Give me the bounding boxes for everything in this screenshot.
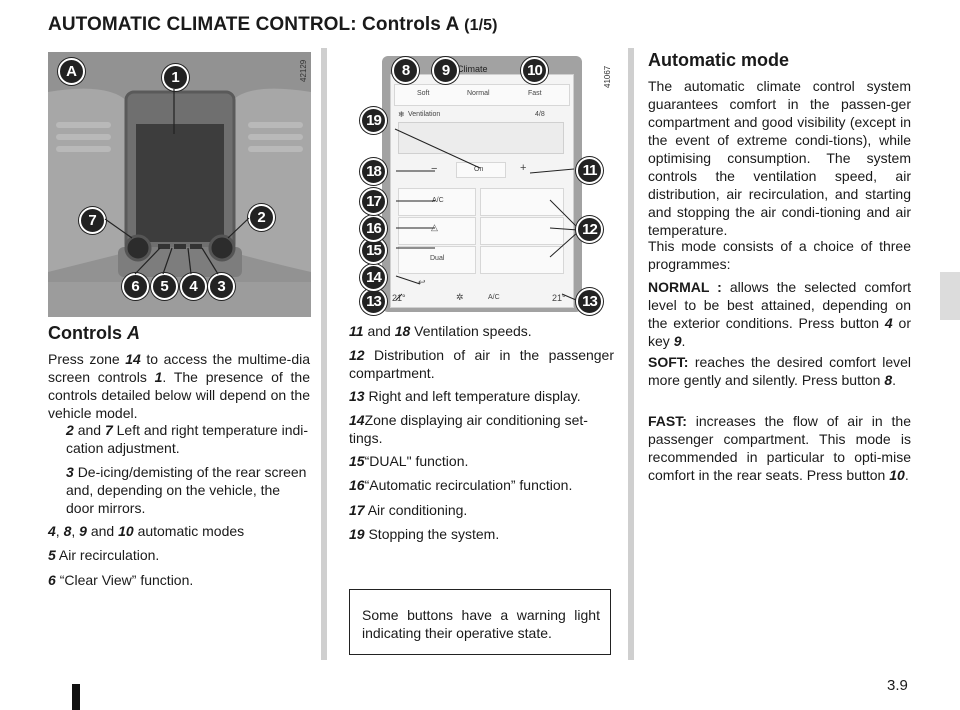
column-divider-left <box>321 48 327 660</box>
callout-2: 2 <box>248 204 275 231</box>
ventilation-label: Ventilation <box>408 111 441 118</box>
callout-13-left: 13 <box>360 288 387 315</box>
ventilation-value: 4/8 <box>535 111 545 118</box>
bottom-fan-icon: ✲ <box>456 292 464 302</box>
section-tab <box>940 272 960 320</box>
callout-16: 16 <box>360 215 387 242</box>
callout-9: 9 <box>432 57 459 84</box>
fast-mode-text: FAST: increases the flow of air in the p… <box>648 413 911 483</box>
leader-lines-figure1 <box>104 89 250 275</box>
temp-right: 21° <box>552 293 566 303</box>
control-item-2-7: 2 and 7 Left and right temperature indi-… <box>66 422 309 456</box>
control-item-6: 6 “Clear View” function. <box>48 572 194 588</box>
mode-soft[interactable]: Soft <box>417 90 430 97</box>
distribution-button-3[interactable] <box>480 246 564 274</box>
mode-fast[interactable]: Fast <box>528 90 542 97</box>
screen-item-16: 16“Automatic recirculation” function. <box>349 477 573 493</box>
fan-icon: ❄ <box>398 110 405 119</box>
page-title: AUTOMATIC CLIMATE CONTROL: Controls A (1… <box>48 14 498 35</box>
callout-14: 14 <box>360 264 387 291</box>
control-item-5: 5 Air recirculation. <box>48 547 160 563</box>
title-suffix: (1/5) <box>464 17 498 34</box>
ac-button-label: A/C <box>432 197 444 204</box>
callout-7: 7 <box>79 207 106 234</box>
callout-11: 11 <box>576 157 603 184</box>
screen-item-14: 14Zone displaying air conditioning set-t… <box>349 412 588 446</box>
warning-note: Some buttons have a warning light indica… <box>349 589 611 655</box>
ventilation-level-bar <box>398 122 564 154</box>
figure1-label-a: A <box>58 58 85 85</box>
automatic-mode-heading: Automatic mode <box>648 50 790 70</box>
callout-1: 1 <box>162 64 189 91</box>
footer-marker <box>72 684 80 710</box>
system-on-button[interactable] <box>456 162 506 178</box>
distribution-button-1[interactable] <box>480 188 564 216</box>
callout-3: 3 <box>208 273 235 300</box>
temp-left: 21° <box>392 293 406 303</box>
automatic-mode-para1: The automatic climate control system gua… <box>648 78 911 238</box>
bottom-ac-label: A/C <box>488 294 500 301</box>
screen-item-19: 19 Stopping the system. <box>349 526 500 542</box>
screen-item-15: 15“DUAL" function. <box>349 453 469 469</box>
callout-17: 17 <box>360 188 387 215</box>
controls-intro: Press zone 14 to access the multime-dia … <box>48 351 311 421</box>
dual-button[interactable] <box>398 246 476 274</box>
callout-5: 5 <box>151 273 178 300</box>
control-item-4-8-9-10: 4, 8, 9 and 10 automatic modes <box>48 523 245 539</box>
screen-item-17: 17 Air conditioning. <box>349 502 468 518</box>
dashboard-illustration <box>48 52 311 317</box>
normal-mode-text: NORMAL : allows the selected comfort lev… <box>648 279 912 349</box>
screen-item-12: 12 Distribution of air in the passenger … <box>349 347 614 381</box>
callout-12: 12 <box>576 216 603 243</box>
callout-8: 8 <box>392 57 419 84</box>
screen-item-13: 13 Right and left temperature display. <box>349 388 581 404</box>
automatic-mode-para2: This mode consists of a choice of three … <box>648 238 911 272</box>
dashboard-figure <box>48 52 311 317</box>
controls-heading: Controls A <box>48 323 141 343</box>
distribution-button-2[interactable] <box>480 217 564 245</box>
header-climate: Climate <box>457 64 488 74</box>
system-on-label: On <box>474 166 484 173</box>
callout-18: 18 <box>360 158 387 185</box>
recirculation-icon: △ <box>431 222 438 232</box>
back-icon[interactable]: ↩ <box>418 277 426 287</box>
ac-button[interactable] <box>398 188 476 216</box>
callout-4: 4 <box>180 273 207 300</box>
soft-mode-text: SOFT: reaches the desired comfort level … <box>648 354 912 388</box>
leader-lines-figure2 <box>394 128 579 301</box>
recirculation-button[interactable] <box>398 217 476 245</box>
controls-heading-letter: A <box>127 323 141 343</box>
mode-normal[interactable]: Normal <box>467 90 490 97</box>
control-item-3: 3 De-icing/demisting of the rear screen … <box>66 464 307 516</box>
callout-19: 19 <box>360 107 387 134</box>
column-divider-right <box>628 48 634 660</box>
screen-item-11-18: 11 and 18 Ventilation speeds. <box>349 323 532 339</box>
dual-button-label: Dual <box>430 255 445 262</box>
ventilation-minus[interactable]: − <box>431 163 438 175</box>
callout-13-right: 13 <box>576 288 603 315</box>
callout-10: 10 <box>521 57 548 84</box>
ventilation-plus[interactable]: + <box>520 162 527 174</box>
mode-bar <box>394 84 570 106</box>
page-number: 3.9 <box>887 677 908 694</box>
callout-6: 6 <box>122 273 149 300</box>
